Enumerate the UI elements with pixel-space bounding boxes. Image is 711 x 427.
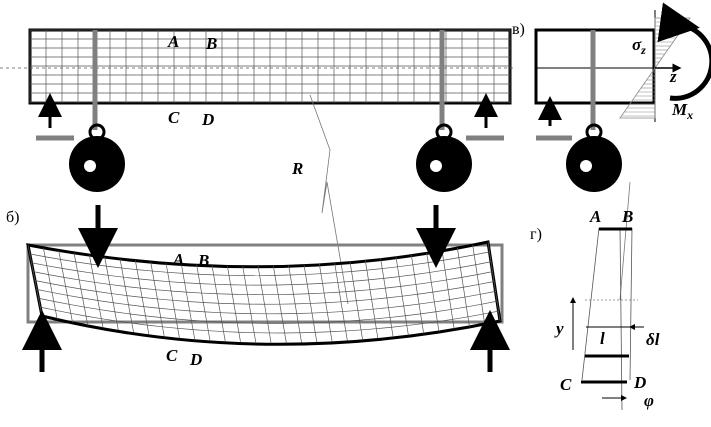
l-label: l bbox=[600, 329, 605, 348]
label-point-C-top: C bbox=[168, 108, 180, 127]
sigma-z-label: σz bbox=[632, 35, 646, 57]
label-point-C-detail: C bbox=[560, 375, 572, 394]
label-point-B-bent: B bbox=[197, 251, 209, 270]
bending-moment-arrow bbox=[670, 25, 711, 98]
label-radius-R: R bbox=[291, 159, 303, 178]
label-point-D-detail: D bbox=[633, 373, 646, 392]
label-point-D-top: D bbox=[201, 110, 214, 129]
delta-l-label: δl bbox=[646, 330, 660, 349]
label-point-D-bent: D bbox=[189, 350, 202, 369]
label-point-A-bent: A bbox=[172, 250, 184, 269]
y-label: y bbox=[554, 319, 564, 338]
phi-label: φ bbox=[644, 391, 654, 410]
label-point-A-detail: A bbox=[589, 207, 601, 226]
panel-label-b: б) bbox=[6, 209, 19, 226]
label-point-B-top: B bbox=[205, 34, 217, 53]
moment-label: Mx bbox=[671, 100, 693, 122]
z-axis-label: z bbox=[669, 67, 677, 86]
bent-beam bbox=[28, 242, 500, 344]
radius-zigzag bbox=[322, 150, 348, 304]
left-support-top bbox=[36, 105, 74, 138]
panel-label-g: г) bbox=[530, 226, 542, 243]
right-support-top bbox=[466, 105, 504, 138]
label-point-A-top: A bbox=[167, 32, 179, 51]
bent-beam-outline bbox=[28, 242, 500, 344]
label-point-C-bent: C bbox=[166, 346, 178, 365]
left-weight-icon bbox=[69, 125, 125, 192]
section-weight-icon bbox=[566, 125, 622, 192]
panel-label-v: в) bbox=[512, 21, 525, 38]
section-guide-line bbox=[620, 182, 630, 300]
stress-distribution bbox=[620, 10, 690, 300]
straight-beam-grid bbox=[30, 30, 510, 103]
label-point-B-detail: B bbox=[621, 207, 633, 226]
right-weight-icon bbox=[416, 125, 472, 192]
